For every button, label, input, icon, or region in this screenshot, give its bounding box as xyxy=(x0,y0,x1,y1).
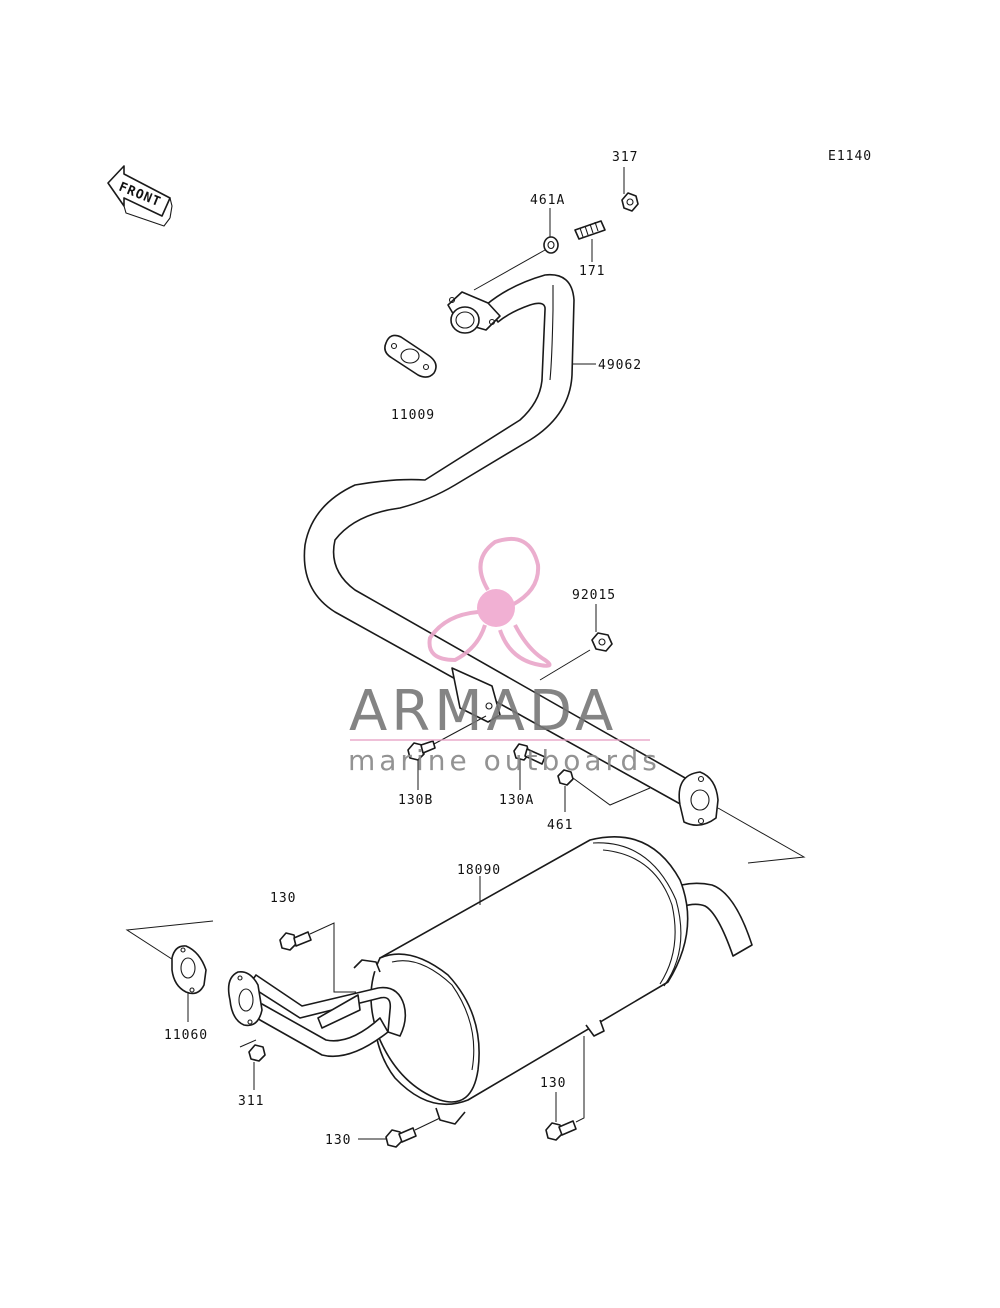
part-11060-gasket xyxy=(171,945,207,1022)
part-317-nut xyxy=(621,167,639,212)
part-130-bolt-top xyxy=(279,922,356,993)
label-130B: 130B xyxy=(398,793,433,808)
front-direction-arrow: FRONT xyxy=(107,165,173,227)
part-311-nut xyxy=(239,1039,266,1090)
part-461A-washer xyxy=(473,208,559,291)
part-49062-exhaust-pipe xyxy=(303,273,719,826)
part-18090-muffler xyxy=(227,836,753,1125)
armada-watermark: ARMADA marine outboards xyxy=(348,536,661,777)
label-130-bottom: 130 xyxy=(325,1133,351,1148)
label-92015: 92015 xyxy=(572,588,616,603)
part-11009-gasket xyxy=(384,334,437,378)
part-130-bolt-right xyxy=(545,1036,585,1141)
propeller-blade-right xyxy=(498,624,552,668)
part-130-bolt-bottom xyxy=(358,1117,441,1148)
diagram-code: E1140 xyxy=(828,149,872,164)
label-130-top: 130 xyxy=(270,891,296,906)
label-171: 171 xyxy=(579,264,605,279)
label-11060: 11060 xyxy=(164,1028,208,1043)
part-130A-bolt xyxy=(513,743,546,790)
part-171-stud xyxy=(574,220,606,262)
watermark-tagline: marine outboards xyxy=(348,744,661,777)
reference-line-upper xyxy=(717,807,806,864)
label-18090: 18090 xyxy=(457,863,501,878)
part-130B-bolt xyxy=(407,715,487,790)
label-461: 461 xyxy=(547,818,573,833)
label-317: 317 xyxy=(612,150,638,165)
propeller-logo xyxy=(427,536,552,668)
label-311: 311 xyxy=(238,1094,264,1109)
label-461A: 461A xyxy=(530,193,565,208)
label-130A: 130A xyxy=(499,793,534,808)
part-461-nut xyxy=(557,769,651,812)
label-11009: 11009 xyxy=(391,408,435,423)
label-130-right: 130 xyxy=(540,1076,566,1091)
reference-line-lower xyxy=(125,920,214,964)
watermark-brand: ARMADA xyxy=(349,679,617,744)
label-49062: 49062 xyxy=(598,358,642,373)
propeller-blade-top xyxy=(478,536,541,607)
propeller-blade-left xyxy=(427,610,487,663)
propeller-hub xyxy=(477,589,515,627)
part-92015-nut xyxy=(539,604,613,681)
